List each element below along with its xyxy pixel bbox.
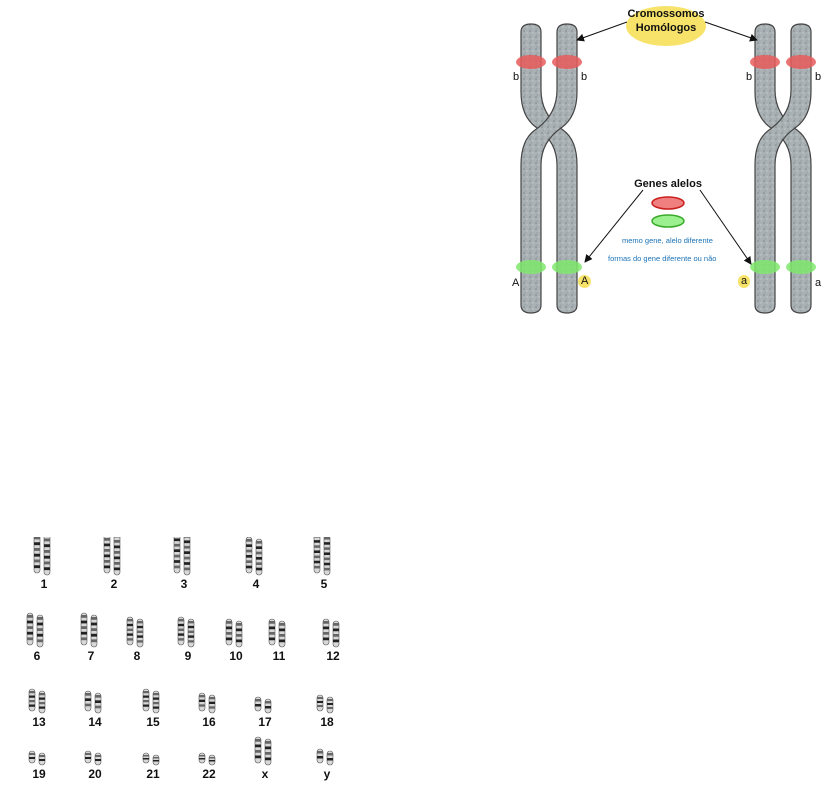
label-a-1: a: [738, 275, 750, 288]
chromosome-14: [85, 691, 101, 713]
chromosome-6: [27, 613, 43, 647]
karyotype-label-11: 11: [264, 649, 294, 663]
chromosome-20: [85, 751, 101, 765]
label-b-4: b: [815, 72, 821, 83]
chromosome-10: [226, 619, 242, 647]
karyotype-label-18: 18: [312, 715, 342, 729]
note-same-gene: memo gene, alelo diferente: [622, 236, 713, 245]
chromosome-15: [143, 689, 159, 713]
label-b-1: b: [513, 72, 519, 83]
homologs-title-line2: Homólogos: [626, 22, 706, 36]
label-b-2: b: [581, 72, 587, 83]
karyotype-label-14: 14: [80, 715, 110, 729]
chromosome-y: [317, 749, 333, 765]
karyotype-label-3: 3: [169, 577, 199, 591]
right-chromosome-pair: [750, 24, 816, 313]
chromosome-1: [34, 537, 50, 575]
chromosome-16: [199, 693, 215, 713]
chromosome-8: [127, 617, 143, 647]
chromosome-12: [323, 619, 339, 647]
karyotype-label-12: 12: [318, 649, 348, 663]
karyotype-label-7: 7: [76, 649, 106, 663]
karyotype-label-6: 6: [22, 649, 52, 663]
chromosome-21: [143, 753, 159, 765]
karyotype-label-y: y: [312, 767, 342, 781]
karyotype-label-22: 22: [194, 767, 224, 781]
green-allele-legend: [652, 215, 684, 227]
chromosome-19: [29, 751, 45, 765]
karyotype-label-15: 15: [138, 715, 168, 729]
chromosome-2: [104, 537, 120, 575]
chromosome-5: [314, 537, 330, 575]
karyotype-label-1: 1: [29, 577, 59, 591]
homologs-title-line1: Cromossomos: [626, 8, 706, 22]
chromosome-illustration: [505, 0, 829, 318]
alleles-title: Genes alelos: [625, 178, 711, 192]
chromosome-9: [178, 617, 194, 647]
karyotype-label-17: 17: [250, 715, 280, 729]
chromosome-22: [199, 753, 215, 765]
karyotype-label-10: 10: [221, 649, 251, 663]
red-allele-legend: [652, 197, 684, 209]
note-gene-forms: formas do gene diferente ou não: [608, 254, 716, 263]
homologous-chromosomes-diagram: Cromossomos Homólogos Genes alelos memo …: [505, 0, 829, 318]
chromosome-x: [255, 737, 271, 765]
karyotype-label-20: 20: [80, 767, 110, 781]
karyotype-label-2: 2: [99, 577, 129, 591]
karyotype-label-8: 8: [122, 649, 152, 663]
chromosome-13: [29, 689, 45, 713]
karyotype-label-21: 21: [138, 767, 168, 781]
karyotype-label-9: 9: [173, 649, 203, 663]
karyotype-label-13: 13: [24, 715, 54, 729]
homologs-title: Cromossomos Homólogos: [626, 8, 706, 36]
label-b-3: b: [746, 72, 752, 83]
label-A-1: A: [512, 278, 519, 289]
chromosome-18: [317, 695, 333, 713]
karyotype-label-4: 4: [241, 577, 271, 591]
karyotype-label-19: 19: [24, 767, 54, 781]
left-chromosome-pair: [516, 24, 582, 313]
label-a-2: a: [815, 278, 821, 289]
chromosome-3: [174, 537, 190, 575]
chromosome-17: [255, 697, 271, 713]
karyotype-label-16: 16: [194, 715, 224, 729]
karyotype-label-x: x: [250, 767, 280, 781]
chromosome-11: [269, 619, 285, 647]
karyotype-label-5: 5: [309, 577, 339, 591]
chromosome-4: [246, 537, 262, 575]
chromosome-7: [81, 613, 97, 647]
